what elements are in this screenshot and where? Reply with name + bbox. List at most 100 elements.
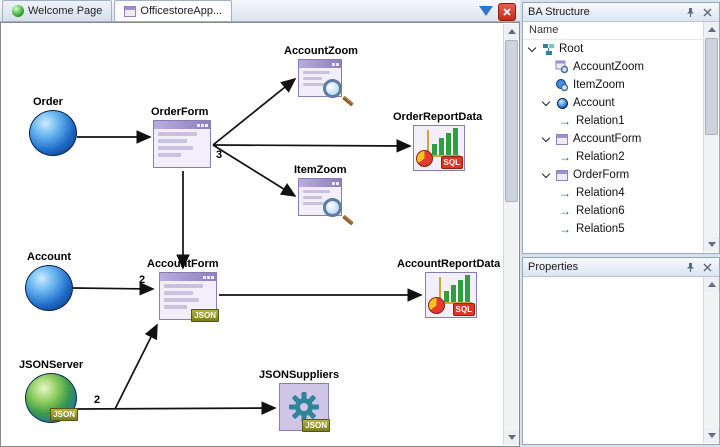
ba-structure-tree: Root AccountZoom ItemZoom bbox=[524, 40, 703, 252]
sql-badge: SQL bbox=[441, 156, 463, 169]
close-tab-button[interactable] bbox=[498, 3, 516, 21]
expander-icon[interactable] bbox=[542, 171, 551, 180]
tree-column-header-name[interactable]: Name bbox=[523, 22, 719, 40]
pin-icon bbox=[685, 7, 696, 18]
form-window-icon: JSON bbox=[159, 272, 217, 320]
close-panel-button[interactable] bbox=[701, 261, 714, 274]
expander-spacer bbox=[542, 81, 551, 90]
node-itemzoom[interactable]: ItemZoom bbox=[290, 164, 347, 216]
tree-item-root[interactable]: Root bbox=[524, 40, 703, 58]
properties-title: Properties bbox=[528, 261, 578, 273]
triangle-down-icon bbox=[508, 435, 516, 440]
close-panel-button[interactable] bbox=[701, 6, 714, 19]
multiplicity-label: 2 bbox=[94, 394, 100, 406]
properties-empty-body bbox=[524, 277, 703, 443]
triangle-up-icon bbox=[708, 27, 716, 32]
zoom-form-icon bbox=[298, 178, 342, 216]
pin-icon bbox=[685, 262, 696, 273]
triangle-up-icon bbox=[508, 29, 516, 34]
relation-arrow-icon: → bbox=[558, 151, 572, 163]
relation-arrow-icon: → bbox=[558, 187, 572, 199]
triangle-down-icon bbox=[708, 242, 716, 247]
scrollbar-thumb[interactable] bbox=[505, 40, 518, 202]
tree-item-relation5[interactable]: → Relation5 bbox=[524, 220, 703, 238]
node-order[interactable]: Order bbox=[29, 96, 77, 156]
tree-item-label: AccountForm bbox=[573, 133, 641, 145]
json-badge: JSON bbox=[191, 309, 219, 322]
multiplicity-label: 2 bbox=[139, 274, 145, 286]
tree-item-label: ItemZoom bbox=[573, 79, 625, 91]
document-tab-bar: Welcome Page OfficestoreApp... bbox=[0, 0, 520, 22]
tree-vertical-scrollbar[interactable] bbox=[703, 22, 718, 252]
properties-vertical-scrollbar[interactable] bbox=[703, 277, 718, 443]
relation-arrow-icon: → bbox=[558, 205, 572, 217]
node-account[interactable]: Account bbox=[25, 251, 73, 311]
report-data-icon: SQL bbox=[413, 125, 465, 171]
pin-button[interactable] bbox=[684, 6, 697, 19]
node-label: JSONSuppliers bbox=[259, 369, 339, 381]
form-icon bbox=[555, 132, 569, 146]
canvas-vertical-scrollbar[interactable] bbox=[503, 24, 518, 445]
business-object-sphere-icon bbox=[25, 265, 73, 311]
tree-item-accountform[interactable]: AccountForm bbox=[524, 130, 703, 148]
tab-officestoreapp-label: OfficestoreApp... bbox=[140, 5, 222, 17]
node-accountzoom[interactable]: AccountZoom bbox=[284, 45, 358, 97]
properties-panel: Properties bbox=[522, 257, 720, 445]
node-accountreportdata[interactable]: AccountReportData SQL bbox=[397, 258, 500, 318]
globe-server-icon: JSON bbox=[25, 373, 77, 423]
magnifier-icon bbox=[323, 198, 349, 224]
json-badge: JSON bbox=[50, 408, 78, 421]
relation-arrow-icon: → bbox=[558, 115, 572, 127]
tab-list-dropdown-icon[interactable] bbox=[479, 6, 493, 16]
properties-header: Properties bbox=[523, 258, 719, 277]
report-data-icon: SQL bbox=[425, 272, 477, 318]
scroll-up-button[interactable] bbox=[704, 277, 719, 292]
ba-structure-panel: BA Structure Name Root bbox=[522, 2, 720, 254]
scrollbar-thumb[interactable] bbox=[705, 38, 718, 135]
triangle-down-icon bbox=[708, 433, 716, 438]
node-label: AccountForm bbox=[147, 258, 219, 270]
node-label: Order bbox=[33, 96, 77, 108]
tree-item-relation1[interactable]: → Relation1 bbox=[524, 112, 703, 130]
scroll-up-button[interactable] bbox=[704, 22, 719, 37]
pin-button[interactable] bbox=[684, 261, 697, 274]
tree-item-label: Root bbox=[559, 43, 583, 55]
tree-item-label: AccountZoom bbox=[573, 61, 644, 73]
pie-chart-icon bbox=[416, 150, 433, 167]
magnifier-icon bbox=[323, 79, 349, 105]
node-accountform[interactable]: AccountForm JSON bbox=[147, 258, 219, 320]
node-label: Account bbox=[27, 251, 73, 263]
node-orderreportdata[interactable]: OrderReportData SQL bbox=[393, 111, 482, 171]
node-label: AccountReportData bbox=[397, 258, 500, 270]
zoom-item-icon bbox=[555, 78, 569, 92]
tab-officestoreapp[interactable]: OfficestoreApp... bbox=[114, 0, 232, 21]
gear-service-icon: JSON bbox=[279, 383, 329, 431]
tree-item-label: Relation6 bbox=[576, 205, 625, 217]
expander-icon[interactable] bbox=[542, 135, 551, 144]
business-object-sphere-icon bbox=[29, 110, 77, 156]
node-label: OrderForm bbox=[151, 106, 211, 118]
multiplicity-label: 3 bbox=[216, 149, 222, 161]
expander-icon[interactable] bbox=[542, 99, 551, 108]
tree-item-accountzoom[interactable]: AccountZoom bbox=[524, 58, 703, 76]
tree-item-orderform[interactable]: OrderForm bbox=[524, 166, 703, 184]
tab-welcome-page[interactable]: Welcome Page bbox=[2, 0, 112, 21]
pie-chart-icon bbox=[428, 297, 445, 314]
close-icon bbox=[503, 8, 511, 16]
diagram-canvas[interactable]: 3 2 2 Order OrderForm AccountZoom bbox=[0, 22, 520, 447]
expander-icon[interactable] bbox=[528, 45, 537, 54]
node-jsonsuppliers[interactable]: JSONSuppliers JSO bbox=[259, 369, 339, 431]
scroll-down-button[interactable] bbox=[704, 428, 719, 443]
tree-item-relation6[interactable]: → Relation6 bbox=[524, 202, 703, 220]
scroll-up-button[interactable] bbox=[504, 24, 519, 39]
tree-item-relation2[interactable]: → Relation2 bbox=[524, 148, 703, 166]
scroll-down-button[interactable] bbox=[504, 430, 519, 445]
tree-item-label: Relation5 bbox=[576, 223, 625, 235]
node-label: JSONServer bbox=[19, 359, 83, 371]
tree-item-account[interactable]: Account bbox=[524, 94, 703, 112]
node-orderform[interactable]: OrderForm bbox=[151, 106, 211, 168]
tree-item-relation4[interactable]: → Relation4 bbox=[524, 184, 703, 202]
tree-item-itemzoom[interactable]: ItemZoom bbox=[524, 76, 703, 94]
scroll-down-button[interactable] bbox=[704, 237, 719, 252]
node-jsonserver[interactable]: JSONServer JSON bbox=[19, 359, 83, 423]
